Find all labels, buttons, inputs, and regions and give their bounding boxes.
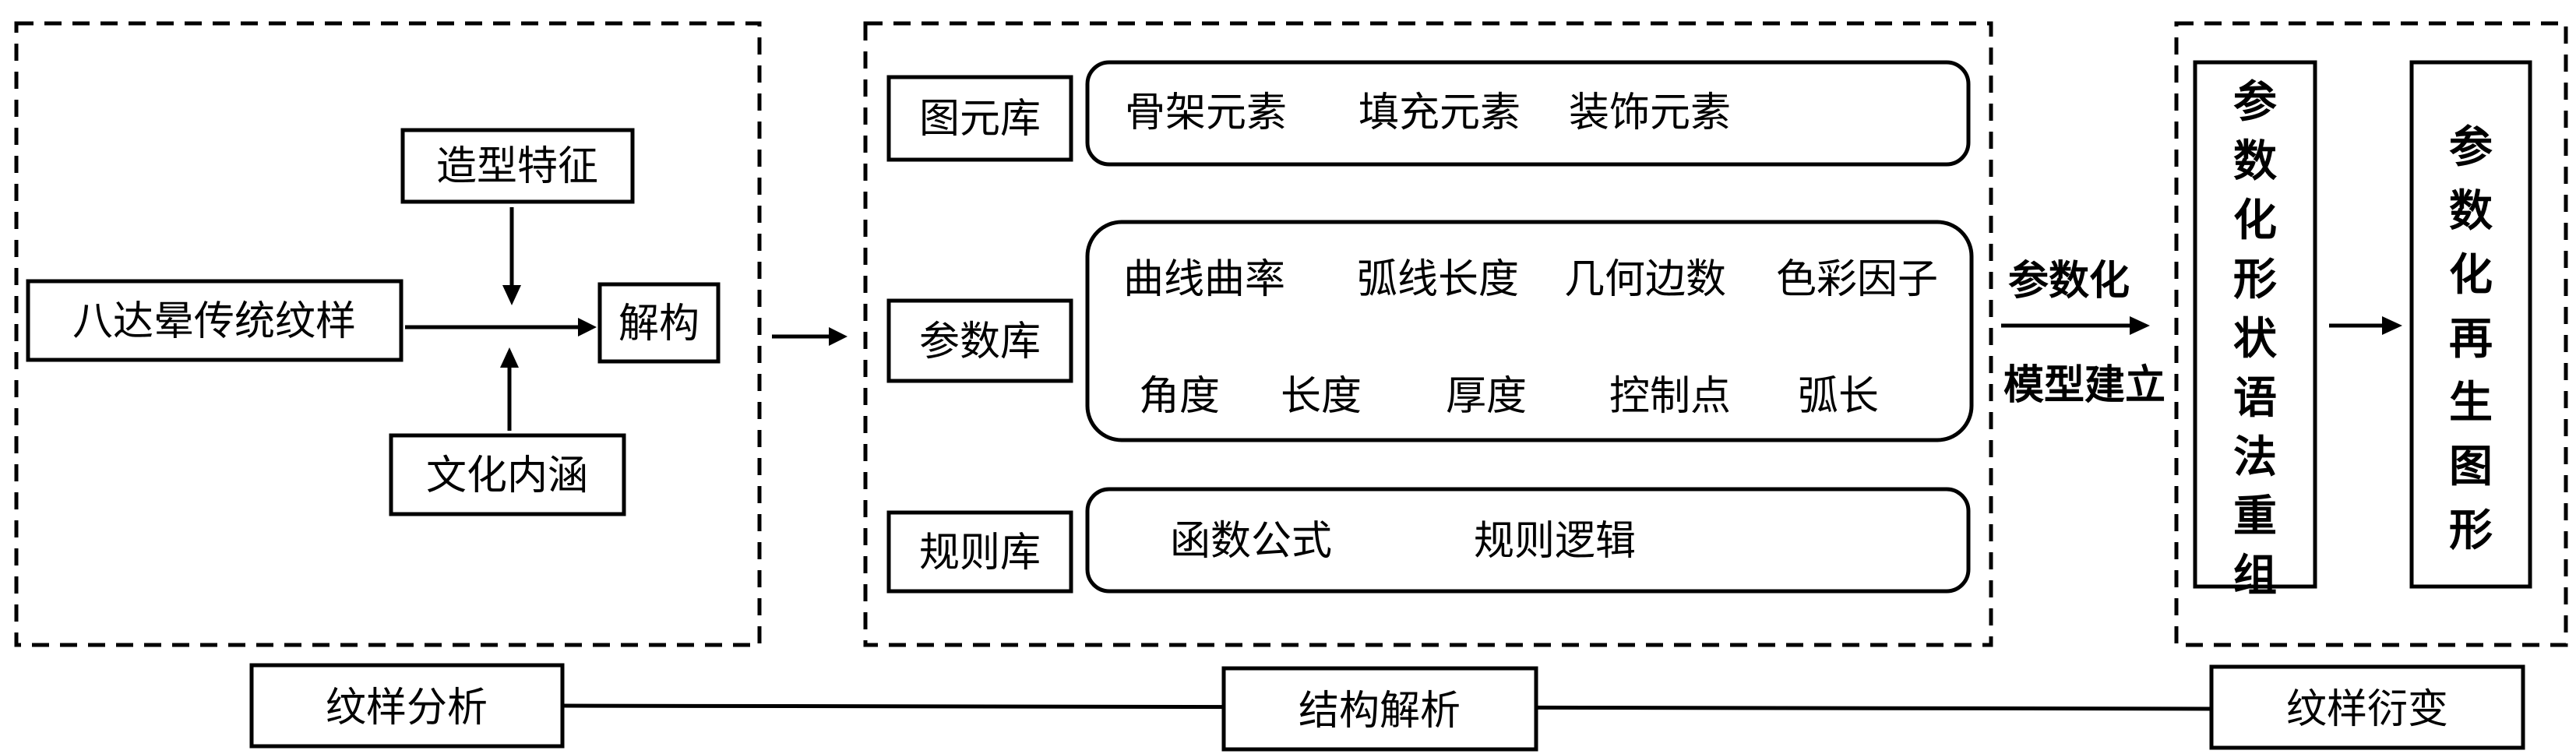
- phase-label-evolution: 纹样衍变: [2286, 686, 2448, 733]
- parameterize-label: 参数化: [2008, 257, 2130, 305]
- stage-structure-container: [863, 21, 1993, 647]
- parameter-item: 角度: [1139, 373, 1220, 420]
- regenerated-pattern-label: 参数化再生图形: [2449, 122, 2493, 556]
- cultural-meaning-label: 文化内涵: [426, 453, 588, 499]
- vertical-char: 数: [2233, 136, 2277, 187]
- vertical-char: 形: [2233, 254, 2277, 305]
- model-building-label: 模型建立: [2003, 361, 2165, 409]
- shape-grammar-label: 参数化形状语法重组: [2233, 76, 2278, 601]
- parameter-item: 色彩因子: [1776, 256, 1938, 303]
- arrowhead-icon: [829, 327, 848, 346]
- shape-feature-label: 造型特征: [436, 143, 598, 190]
- deconstruct-box: [597, 282, 721, 364]
- rule-item: 函数公式: [1170, 518, 1332, 565]
- parameter-item: 长度: [1281, 373, 1362, 420]
- vertical-char: 化: [2233, 195, 2277, 246]
- primitive-library-label: 图元库: [919, 96, 1041, 143]
- rule-items-panel: [1085, 487, 1971, 594]
- parameter-item: 弧线长度: [1357, 256, 1519, 303]
- vertical-char: 语: [2233, 372, 2277, 424]
- phase-box-evolution: [2209, 664, 2525, 750]
- parameter-library-label: 参数库: [919, 319, 1041, 365]
- phase-label-analysis: 纹样分析: [326, 685, 488, 731]
- arrowhead-icon: [502, 285, 521, 305]
- arrowhead-icon: [2382, 316, 2402, 335]
- arrowhead-icon: [2130, 316, 2150, 335]
- vertical-char: 组: [2233, 550, 2277, 601]
- vertical-char: 形: [2449, 505, 2493, 556]
- stage-evolution-container: [2174, 21, 2568, 647]
- parameter-item: 厚度: [1446, 373, 1527, 420]
- regenerated-pattern-box: [2409, 60, 2532, 589]
- vertical-char: 再: [2449, 313, 2493, 365]
- arrowhead-icon: [578, 318, 597, 336]
- phase-box-structure: [1221, 666, 1538, 752]
- vertical-char: 参: [2233, 76, 2277, 128]
- primitive-item: 装饰元素: [1569, 90, 1731, 136]
- shape-grammar-box: [2193, 60, 2317, 589]
- cultural-meaning-box: [389, 433, 626, 516]
- vertical-char: 生: [2449, 377, 2493, 428]
- vertical-char: 法: [2233, 432, 2277, 483]
- phase-label-structure: 结构解析: [1299, 688, 1461, 735]
- primitive-item: 骨架元素: [1125, 90, 1287, 136]
- stage-analysis-container: [14, 21, 762, 647]
- deconstruct-label: 解构: [618, 301, 700, 347]
- pattern-input-label: 八达晕传统纹样: [72, 298, 356, 345]
- vertical-char: 参: [2449, 122, 2493, 173]
- vertical-char: 重: [2233, 491, 2277, 542]
- vertical-char: 图: [2449, 441, 2493, 492]
- parameter-item: 控制点: [1609, 373, 1731, 420]
- rule-item: 规则逻辑: [1474, 518, 1636, 565]
- parameter-item: 弧长: [1798, 373, 1879, 420]
- vertical-char: 状: [2233, 313, 2278, 365]
- primitive-items-panel: [1085, 60, 1971, 167]
- parameter-item: 几何边数: [1564, 256, 1726, 303]
- rule-library-label: 规则库: [919, 530, 1041, 576]
- phase-box-analysis: [249, 663, 565, 749]
- vertical-char: 数: [2449, 185, 2493, 237]
- parameter-item: 曲线曲率: [1123, 256, 1285, 303]
- primitive-item: 填充元素: [1358, 90, 1521, 136]
- vertical-char: 化: [2449, 249, 2493, 301]
- parameter-items-panel: [1085, 220, 1974, 442]
- primitive-library-box: [886, 75, 1073, 162]
- shape-feature-box: [400, 128, 635, 204]
- arrowhead-icon: [500, 347, 519, 368]
- pattern-input-box: [26, 279, 403, 362]
- parameter-library-box: [886, 298, 1073, 383]
- rule-library-box: [886, 510, 1073, 594]
